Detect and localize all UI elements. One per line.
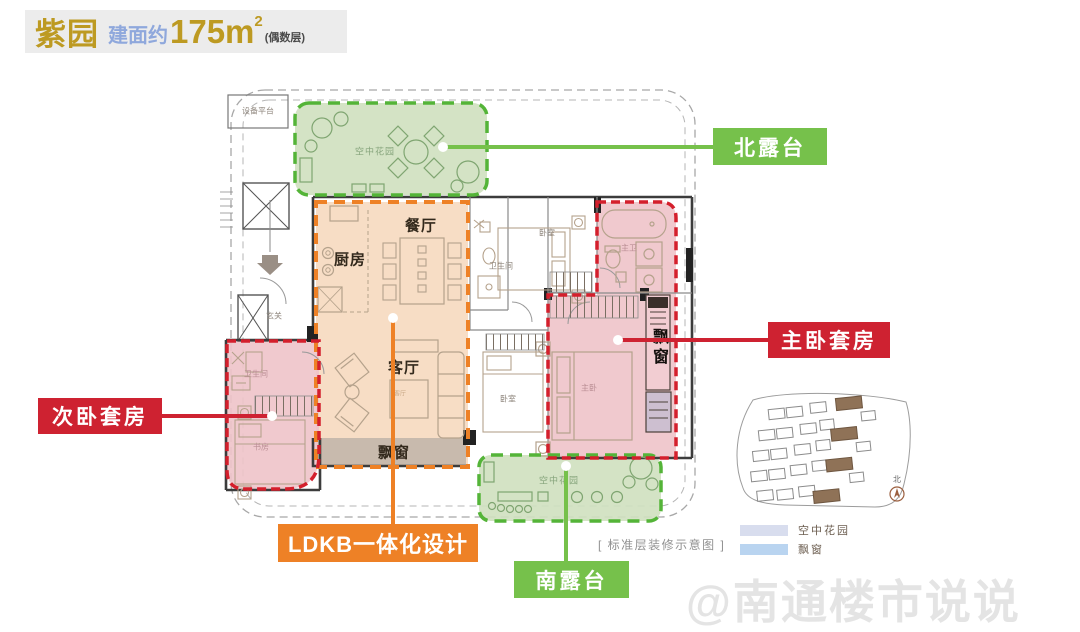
ldkb-leader-line	[391, 318, 395, 526]
master-suite-callout: 主卧套房	[768, 322, 890, 358]
second-suite-anchor-dot	[267, 411, 277, 421]
ldkb-callout: LDKB一体化设计	[278, 524, 478, 562]
legend-swatch-bay-window	[740, 543, 788, 555]
room-label-kitchen: 厨房	[333, 251, 367, 269]
compass-north-label: 北	[893, 475, 901, 484]
north-terrace-callout: 北露台	[713, 128, 827, 165]
room-label-living: 客厅	[387, 359, 421, 377]
second-suite-callout: 次卧套房	[38, 398, 162, 434]
floorplan-poster: { "header": { "project_name": "紫园", "are…	[25, 10, 1019, 628]
footnote: [ 标准层装修示意图 ]	[598, 538, 726, 552]
floorplan-drawing: 北	[220, 89, 911, 523]
room-label-equipment-platform: 设备平台	[242, 106, 274, 116]
ldkb-anchor-dot	[388, 313, 398, 323]
master-suite-leader-line	[618, 338, 768, 342]
area-value: 175m	[170, 12, 255, 50]
legend-label-sky-garden: 空中花园	[798, 525, 850, 537]
floor-note: (偶数层)	[264, 31, 306, 44]
room-label-bath-left: 卫生间	[244, 369, 268, 379]
legend-item-bay-window: 飘窗	[740, 541, 824, 557]
south-terrace-leader-line	[564, 466, 568, 563]
south-terrace-callout: 南露台	[514, 561, 629, 598]
second-suite-leader-line	[160, 414, 272, 418]
legend-label-bay-window: 飘窗	[798, 544, 824, 556]
room-label-master-bedroom: 主卧	[581, 383, 597, 393]
compass-icon	[889, 486, 905, 502]
area-prefix: 建面约	[108, 25, 168, 47]
legend-item-sky-garden: 空中花园	[740, 522, 850, 538]
room-label-living-small: 客厅	[393, 391, 407, 398]
north-terrace-anchor-dot	[438, 142, 448, 152]
project-name: 紫园	[35, 17, 99, 52]
watermark: @南通楼市说说	[686, 576, 1021, 628]
north-terrace-leader-line	[443, 145, 713, 149]
master-suite-anchor-dot	[613, 335, 623, 345]
site-plan: 北	[736, 392, 911, 508]
room-label-entry: 玄关	[266, 311, 282, 321]
south-terrace-anchor-dot	[561, 461, 571, 471]
header-banner: 紫园 建面约 175m 2 (偶数层)	[25, 10, 347, 53]
room-label-bath-mid: 卫生间	[489, 261, 513, 271]
room-label-master-bath: 主卫	[621, 243, 637, 253]
room-label-bay-window-right: 飘窗	[650, 328, 667, 368]
room-label-north-garden: 空中花园	[354, 146, 396, 157]
room-label-bedroom-mid: 卧室	[539, 228, 555, 238]
room-label-south-garden: 空中花园	[538, 475, 580, 486]
area-superscript: 2	[254, 13, 263, 30]
legend-swatch-sky-garden	[740, 524, 788, 536]
room-label-bedroom-south: 卧室	[500, 394, 516, 404]
room-label-study: 书房	[253, 442, 269, 452]
room-label-dining: 餐厅	[404, 217, 438, 235]
